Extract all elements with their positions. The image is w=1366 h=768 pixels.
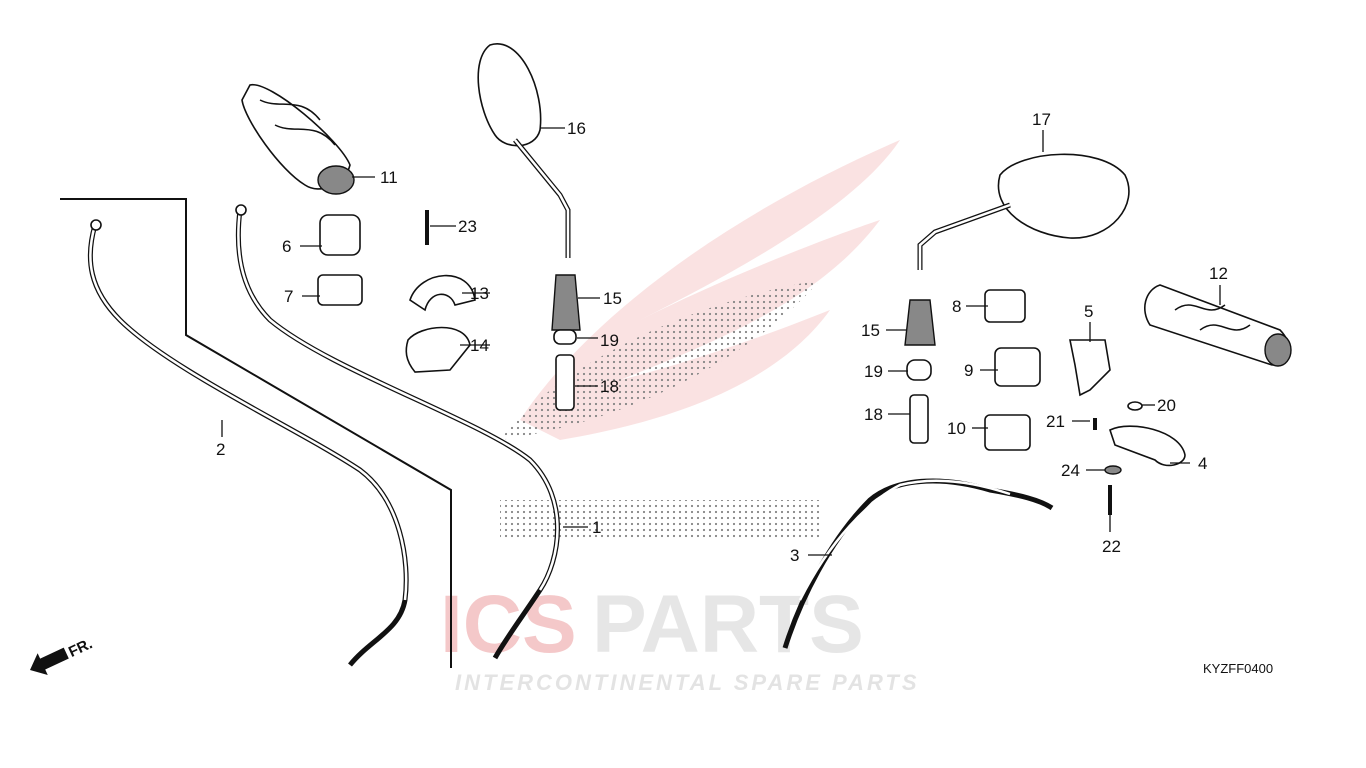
part-7-switch <box>317 274 363 306</box>
callout-9: 9 <box>964 361 973 380</box>
part-1-cable <box>235 204 560 660</box>
part-5-bracket <box>1069 339 1111 397</box>
callout-24: 24 <box>1061 461 1080 480</box>
callout-18-right: 18 <box>864 405 883 424</box>
callout-6: 6 <box>282 237 291 256</box>
part-18-bolt-right <box>909 394 929 444</box>
part-16-mirror <box>477 43 571 258</box>
callout-11: 11 <box>380 168 398 187</box>
watermark-brand-grey: PARTS <box>592 579 864 670</box>
callout-5: 5 <box>1084 302 1093 321</box>
part-8-switch <box>984 289 1026 323</box>
part-20-washer <box>1127 401 1143 411</box>
watermark-logo: ICS PARTS INTERCONTINENTAL SPARE PARTS <box>440 140 920 695</box>
callout-22: 22 <box>1102 537 1121 556</box>
callout-labels: 11 16 23 6 7 13 15 19 14 18 2 1 17 12 8 … <box>216 110 1228 565</box>
callout-21: 21 <box>1046 412 1065 431</box>
watermark-tagline: INTERCONTINENTAL SPARE PARTS <box>455 670 920 695</box>
callout-3: 3 <box>790 546 799 565</box>
callout-4: 4 <box>1198 454 1207 473</box>
diagram-code: KYZFF0400 <box>1203 661 1273 676</box>
callout-12: 12 <box>1209 264 1228 283</box>
part-24-washer <box>1104 465 1122 475</box>
callout-19-right: 19 <box>864 362 883 381</box>
group-outline <box>60 198 452 668</box>
leader-lines <box>221 127 1221 556</box>
part-10-switch <box>984 414 1031 451</box>
watermark-brand-red: ICS <box>440 579 577 670</box>
part-13-housing <box>409 274 476 312</box>
callout-7: 7 <box>284 287 293 306</box>
callout-17: 17 <box>1032 110 1051 129</box>
callout-13: 13 <box>470 284 489 303</box>
front-label: FR. <box>66 635 95 661</box>
part-19-nut <box>553 329 577 345</box>
callout-15-left: 15 <box>603 289 622 308</box>
part-2-cable <box>87 219 409 667</box>
part-19-nut-right <box>906 359 932 381</box>
callout-14: 14 <box>470 336 489 355</box>
callout-19-left: 19 <box>600 331 619 350</box>
callout-20: 20 <box>1157 396 1176 415</box>
front-direction-indicator: FR. <box>30 635 95 675</box>
part-3-cable <box>782 478 1054 649</box>
arrow-left-icon <box>30 647 69 675</box>
callout-1: 1 <box>592 518 601 537</box>
part-17-mirror <box>917 153 1130 270</box>
part-14-housing <box>405 326 471 373</box>
part-11-grip <box>241 84 355 195</box>
part-4-lever <box>1109 425 1186 467</box>
callout-16: 16 <box>567 119 586 138</box>
part-6-switch <box>319 214 361 256</box>
callout-15-right: 15 <box>861 321 880 340</box>
part-15-boot <box>551 274 581 331</box>
part-15-boot-right <box>904 299 936 346</box>
callout-10: 10 <box>947 419 966 438</box>
part-9-switch <box>994 347 1041 387</box>
part-12-grip <box>1144 284 1292 367</box>
callout-23: 23 <box>458 217 477 236</box>
part-18-bolt <box>555 354 575 411</box>
callout-8: 8 <box>952 297 961 316</box>
callout-18-left: 18 <box>600 377 619 396</box>
callout-2: 2 <box>216 440 225 459</box>
